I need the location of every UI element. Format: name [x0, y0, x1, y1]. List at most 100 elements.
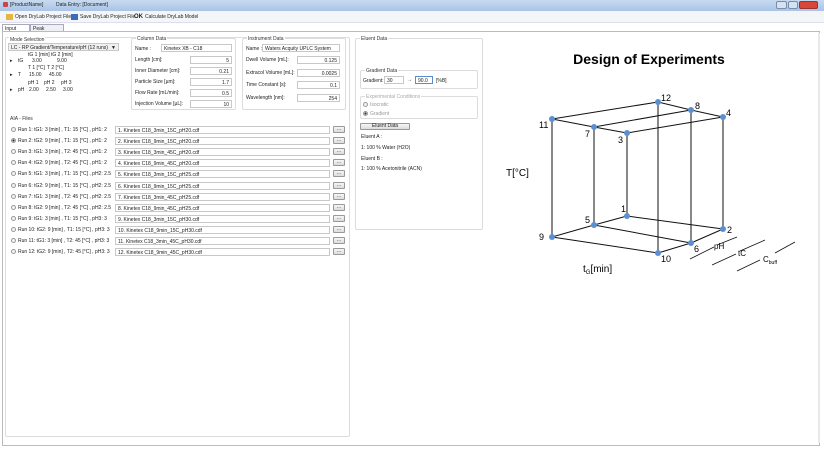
instrument-field-label: Dwell Volume [mL]: — [246, 57, 289, 63]
run-file-input[interactable]: 7. Kinetex C18_3min_45C_pH25.cdf — [115, 192, 330, 201]
browse-button[interactable]: ... — [333, 248, 345, 256]
gradient-radio[interactable] — [363, 111, 368, 116]
instrument-field-input[interactable]: 0.125 — [297, 56, 340, 64]
eluent-data-button[interactable]: Eluent Data — [360, 123, 410, 130]
browse-button[interactable]: ... — [333, 159, 345, 167]
run-label: Run 7: tG1: 3 [min] , T2: 45 [°C] , pH2:… — [18, 193, 112, 200]
expand-icon[interactable]: ▸ — [10, 87, 13, 93]
window-title: [ProductName] — [10, 2, 44, 8]
ph1-header: pH 1 — [28, 80, 39, 86]
cube-edge — [551, 224, 595, 238]
run-radio[interactable] — [11, 138, 16, 144]
experimental-conditions-title: Experimental Conditions — [365, 94, 422, 100]
column-field-label: Flow Rate [mL/min]: — [135, 90, 180, 96]
design-point-label: 8 — [695, 101, 700, 111]
close-button[interactable] — [799, 1, 818, 9]
instrument-field-input[interactable]: 254 — [297, 93, 340, 102]
run-file-input[interactable]: 11. Kinetex C18_3min_45C_pH30.cdf — [115, 237, 330, 245]
column-data-title: Column Data — [136, 36, 168, 42]
open-project-button[interactable]: Open DryLab Project File — [6, 14, 71, 20]
ph1-value[interactable]: 2.00 — [29, 87, 39, 93]
tg1-value[interactable]: 3.00 — [32, 58, 42, 64]
browse-button[interactable]: ... — [333, 237, 345, 244]
run-label: Run 10: tG2: 9 [min] , T1: 15 [°C] , pH3… — [18, 226, 110, 233]
run-file-input[interactable]: 3. Kinetex C18_3min_45C_pH20.cdf — [115, 148, 330, 157]
run-radio[interactable] — [11, 160, 16, 166]
gradient-from-input[interactable]: 30 — [384, 76, 404, 84]
ph2-value[interactable]: 2.50 — [46, 87, 56, 93]
column-field-input[interactable]: 1.7 — [190, 78, 232, 86]
run-radio[interactable] — [11, 171, 16, 177]
browse-button[interactable]: ... — [333, 170, 345, 178]
column-field-input[interactable]: 0.5 — [190, 89, 232, 97]
column-field-input[interactable]: 5 — [190, 56, 232, 64]
run-file-input[interactable]: 1. Kinetex C18_3min_15C_pH20.cdf — [115, 126, 330, 134]
instrument-name-input[interactable]: Waters Acquity UPLC System — [262, 44, 340, 52]
instrument-field-label: Time Constant [s]: — [246, 82, 287, 88]
run-radio[interactable] — [11, 249, 16, 255]
minimize-button[interactable] — [776, 1, 787, 9]
run-radio[interactable] — [11, 149, 16, 155]
run-file-input[interactable]: 2. Kinetex C18_9min_15C_pH20.cdf — [115, 137, 330, 146]
t2-header: T 2 [°C] — [47, 65, 64, 71]
t1-value[interactable]: 15.00 — [29, 72, 42, 78]
t2-value[interactable]: 45.00 — [49, 72, 62, 78]
app-icon — [3, 2, 8, 7]
browse-button[interactable]: ... — [333, 137, 345, 145]
design-point-label: 6 — [694, 244, 699, 254]
gradient-to-input[interactable]: 90.0 — [415, 76, 433, 84]
run-label: Run 12: tG2: 9 [min] , T2: 45 [°C] , pH3… — [18, 249, 110, 256]
instrument-name-label: Name : — [246, 46, 263, 52]
column-field-input[interactable]: 10 — [190, 100, 232, 108]
design-point-label: 11 — [539, 120, 548, 130]
run-file-input[interactable]: 5. Kinetex C18_3min_15C_pH25.cdf — [115, 170, 330, 179]
run-radio[interactable] — [11, 127, 16, 132]
column-name-input[interactable]: Kinetex XB - C18 — [161, 44, 232, 52]
run-file-input[interactable]: 9. Kinetex C18_3min_15C_pH30.cdf — [115, 214, 330, 223]
run-radio[interactable] — [11, 182, 16, 188]
scrollbar[interactable] — [818, 33, 820, 443]
browse-button[interactable]: ... — [333, 181, 345, 189]
run-file-input[interactable]: 12. Kinetex C18_9min_45C_pH30.cdf — [115, 248, 330, 257]
run-radio[interactable] — [11, 215, 16, 221]
y-axis-label: T[°C] — [506, 168, 529, 179]
save-project-button[interactable]: Save DryLab Project File — [71, 14, 135, 20]
design-point-label: 1 — [621, 204, 626, 214]
isocratic-radio[interactable] — [363, 102, 368, 107]
run-file-input[interactable]: 10. Kinetex C18_9min_15C_pH30.cdf — [115, 225, 330, 234]
tg2-header: tG 2 [min] — [51, 52, 73, 58]
browse-button[interactable]: ... — [333, 192, 345, 200]
design-point-label: 7 — [585, 129, 590, 139]
expand-icon[interactable]: ▸ — [10, 72, 13, 78]
column-field-input[interactable]: 0.21 — [190, 67, 232, 75]
instrument-field-input[interactable]: 0.0025 — [297, 68, 340, 77]
cube-edge — [593, 126, 628, 134]
instrument-field-input[interactable]: 0.1 — [297, 81, 340, 89]
ph3-value[interactable]: 3.00 — [63, 87, 73, 93]
tg2-value[interactable]: 9.00 — [57, 58, 67, 64]
browse-button[interactable]: ... — [333, 214, 345, 222]
mode-dropdown[interactable]: LC - RP Gradient/Temperature/pH (12 runs… — [8, 43, 119, 51]
run-file-input[interactable]: 8. Kinetex C18_9min_45C_pH25.cdf — [115, 203, 330, 212]
maximize-button[interactable] — [788, 1, 798, 9]
x-axis-label: tG[min] — [583, 264, 612, 276]
run-file-input[interactable]: 6. Kinetex C18_9min_15C_pH25.cdf — [115, 181, 330, 190]
browse-button[interactable]: ... — [333, 203, 345, 211]
browse-button[interactable]: ... — [333, 126, 345, 133]
run-radio[interactable] — [11, 204, 16, 210]
run-radio[interactable] — [11, 193, 16, 199]
browse-button[interactable]: ... — [333, 148, 345, 156]
expand-icon[interactable]: ▸ — [10, 58, 13, 64]
run-file-input[interactable]: 4. Kinetex C18_9min_45C_pH20.cdf — [115, 159, 330, 168]
column-field-label: Length [cm]: — [135, 57, 163, 63]
run-radio[interactable] — [11, 226, 16, 232]
design-point-label: 3 — [618, 135, 623, 145]
browse-button[interactable]: ... — [333, 225, 345, 233]
run-label: Run 11: tG1: 3 [min] , T2: 45 [°C] , pH3… — [18, 238, 110, 244]
gradient-label: Gradient: — [363, 78, 384, 84]
cube-edge — [626, 116, 724, 134]
run-radio[interactable] — [11, 238, 16, 243]
